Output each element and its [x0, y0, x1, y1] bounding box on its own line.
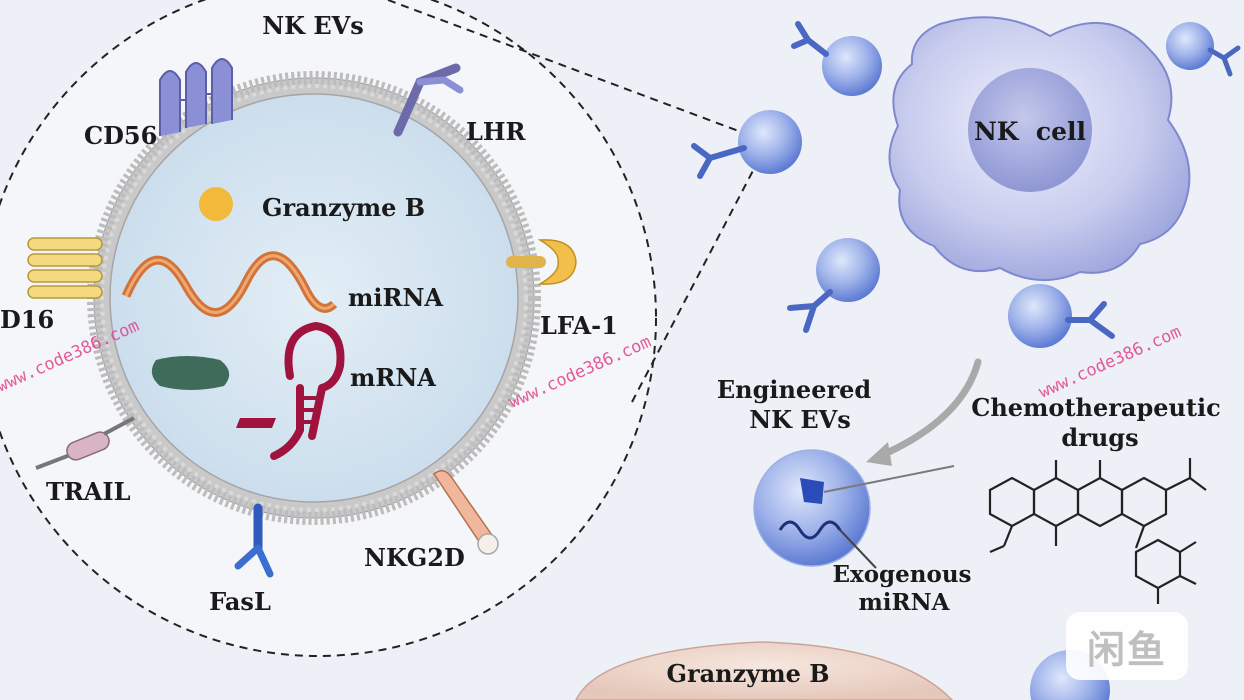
fasl-receptor-icon — [234, 503, 274, 578]
label-engineered-2: NK EVs — [749, 405, 851, 434]
ev-vesicles — [691, 21, 1241, 348]
ev-icon-5 — [1008, 284, 1115, 348]
label-exogenous-2: miRNA — [858, 589, 950, 616]
label-nkg2d: NKG2D — [364, 543, 465, 572]
chemical-structure-icon — [988, 458, 1207, 604]
label-chemo-2: drugs — [1061, 423, 1138, 452]
label-lhr: LHR — [466, 117, 527, 146]
ev-icon-3 — [1166, 22, 1241, 77]
green-blob-icon — [151, 356, 230, 390]
ev-icon-2 — [791, 21, 882, 96]
badge-text: 闲鱼 — [1086, 627, 1167, 672]
label-mirna: miRNA — [348, 283, 443, 312]
label-granzyme-b: Granzyme B — [262, 193, 425, 222]
label-exogenous-1: Exogenous — [832, 561, 971, 588]
label-engineered-1: Engineered — [717, 375, 872, 404]
zoom-line-top — [387, 0, 769, 143]
zoom-line-bottom — [631, 141, 769, 403]
label-mrna: mRNA — [350, 363, 436, 392]
granzyme-b-blob-icon — [575, 641, 954, 700]
label-nk-evs: NK EVs — [262, 11, 364, 40]
mrna-icon — [236, 321, 345, 460]
cd16-receptor-icon — [27, 237, 103, 299]
lfa1-receptor-icon — [506, 239, 577, 285]
engineered-ev-icon — [753, 449, 955, 569]
xianyu-badge-logo: 闲鱼 — [1066, 612, 1188, 680]
granzyme-b-icon — [199, 187, 233, 221]
label-chemo-1: Chemotherapeutic — [971, 393, 1221, 422]
trail-receptor-icon — [35, 416, 135, 470]
label-granzyme-b-bottom: Granzyme B — [666, 659, 829, 688]
label-cd56: CD56 — [84, 121, 157, 150]
ev-icon-1 — [691, 110, 802, 179]
curved-arrow-icon — [876, 358, 982, 460]
label-fasl: FasL — [209, 587, 271, 616]
label-lfa1: LFA-1 — [540, 311, 618, 340]
label-nk-cell: NK cell — [974, 117, 1086, 146]
label-trail: TRAIL — [46, 477, 131, 506]
lhr-receptor-icon — [393, 63, 464, 137]
nk-cell-icon — [888, 16, 1191, 281]
label-cd16: D16 — [0, 305, 54, 334]
cd56-receptor-icon — [159, 58, 233, 136]
nkg2d-receptor-icon — [432, 470, 499, 555]
ev-icon-4 — [787, 238, 880, 333]
